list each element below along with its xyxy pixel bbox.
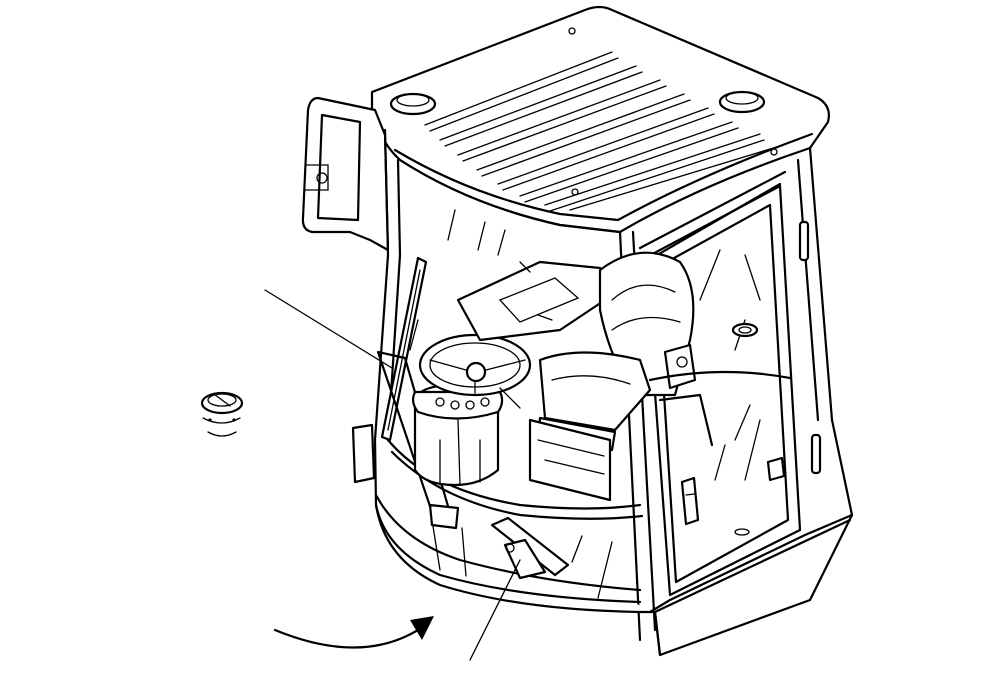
cab-roof bbox=[370, 5, 830, 234]
rear-panel bbox=[648, 370, 792, 481]
glass-reflections bbox=[409, 209, 506, 351]
roof-hatch-right bbox=[718, 90, 766, 114]
rotation-arrow bbox=[273, 616, 434, 649]
door-hinges bbox=[798, 220, 822, 475]
door-handle bbox=[680, 476, 700, 526]
roof-hatch-left bbox=[389, 92, 437, 116]
leader-lines bbox=[264, 289, 521, 661]
detached-knob-part bbox=[200, 391, 244, 437]
cab-lower-body bbox=[373, 438, 854, 657]
roof-ribs bbox=[424, 51, 781, 212]
arrow-head bbox=[410, 616, 434, 640]
door-latch bbox=[734, 456, 786, 536]
cab-frame bbox=[373, 128, 854, 642]
roof-bolts bbox=[568, 27, 778, 196]
steering-wheel bbox=[418, 333, 532, 409]
side-mirror bbox=[301, 96, 390, 252]
step-bracket bbox=[351, 423, 376, 484]
seat-base bbox=[528, 418, 612, 502]
lower-window-lines bbox=[431, 519, 613, 599]
seat-armrest bbox=[663, 343, 697, 390]
foot-pedal bbox=[490, 516, 570, 580]
cab-door bbox=[643, 184, 802, 597]
floor-vent bbox=[731, 322, 759, 338]
instrument-panel bbox=[411, 390, 504, 420]
rear-console bbox=[456, 260, 622, 342]
